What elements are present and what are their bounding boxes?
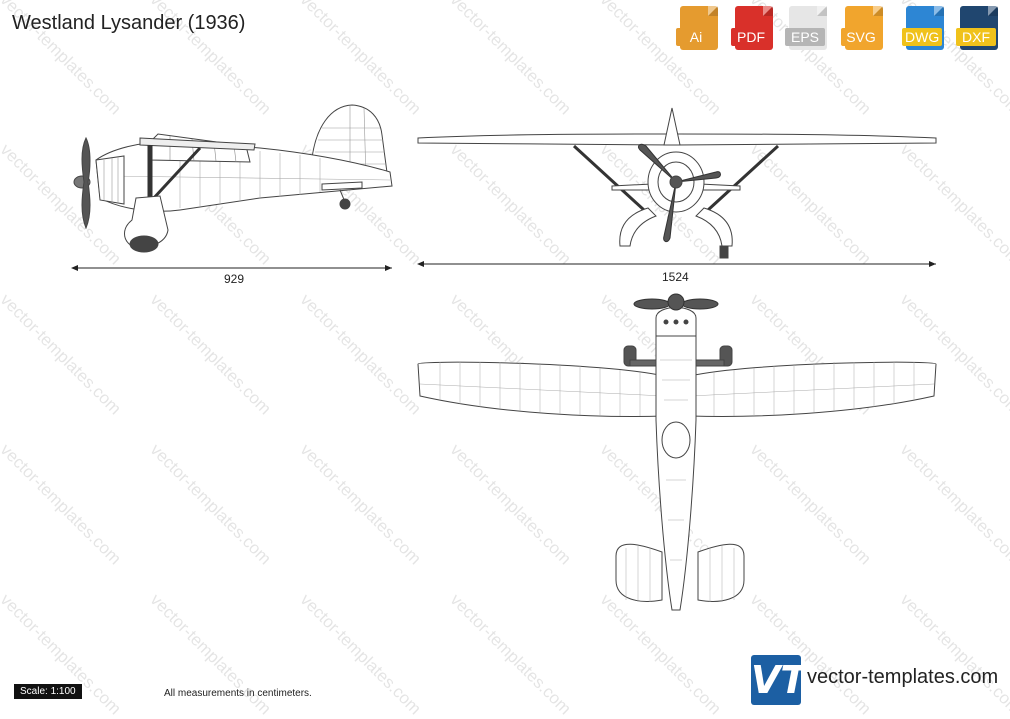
format-dxf-button[interactable]: DXF (956, 6, 998, 50)
wingspan-dimension-label: 1524 (662, 270, 689, 284)
brand-link[interactable]: vector-templates.com (807, 666, 999, 688)
format-dxf-label: DXF (956, 28, 996, 46)
format-dwg-button[interactable]: DWG (902, 6, 944, 50)
format-svg-label: SVG (841, 28, 881, 46)
front-view (417, 107, 937, 259)
measurement-note: All measurements in centimeters. (164, 688, 312, 699)
page-title: Westland Lysander (1936) (12, 12, 246, 34)
format-pdf-button[interactable]: PDF (731, 6, 773, 50)
format-ai-label: Ai (676, 28, 716, 46)
vector-templates-logo[interactable]: VT (751, 655, 806, 705)
format-pdf-label: PDF (731, 28, 771, 46)
format-eps-button[interactable]: EPS (785, 6, 827, 50)
top-view (417, 293, 937, 611)
format-svg-button[interactable]: SVG (841, 6, 883, 50)
length-dimension-label: 929 (224, 272, 245, 286)
scale-badge: Scale: 1:100 (14, 684, 82, 699)
format-ai-button[interactable]: Ai (676, 6, 718, 50)
logo-letters: VT (751, 658, 807, 702)
format-eps-label: EPS (785, 28, 825, 46)
format-dwg-label: DWG (902, 28, 943, 46)
side-view (73, 104, 393, 253)
